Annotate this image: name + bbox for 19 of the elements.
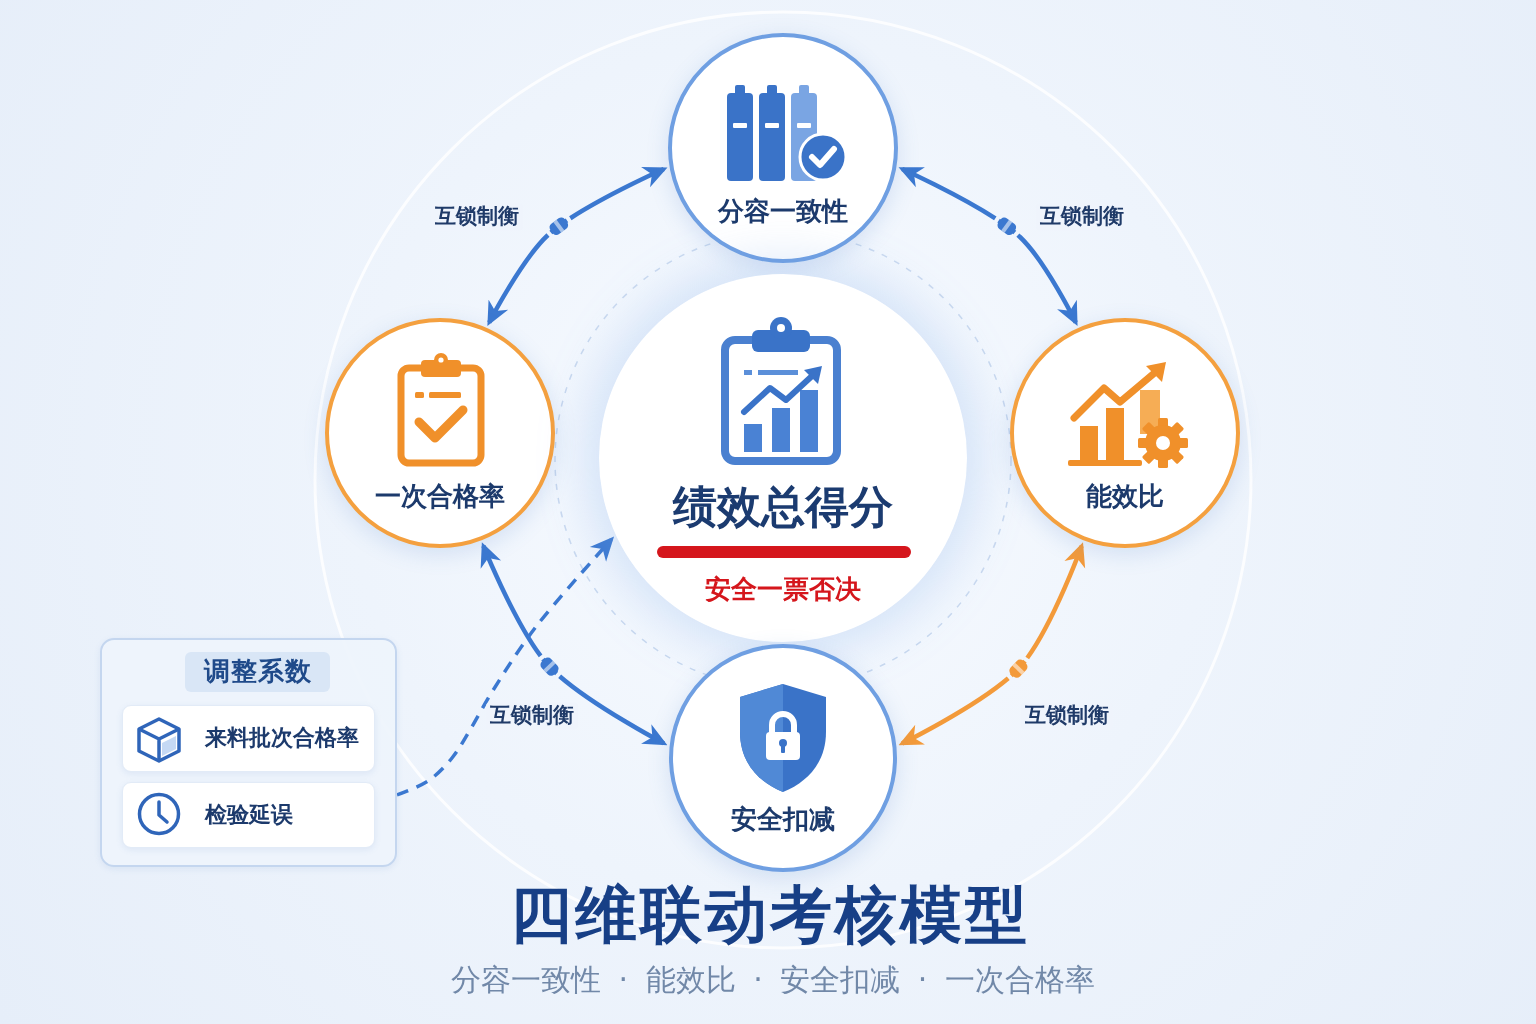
circle-label: 一次合格率	[374, 481, 506, 513]
veto-text: 安全一票否决	[704, 574, 862, 606]
factor-label: 来料批次合格率	[205, 724, 359, 752]
score-title: 绩效总得分	[671, 480, 894, 534]
circle-label: 安全扣减	[730, 804, 836, 836]
double-arrow	[480, 542, 668, 746]
factor-card	[122, 705, 375, 772]
panel-title: 调整系数	[185, 652, 330, 692]
circle-label: 分容一致性	[716, 196, 849, 228]
dashed-arrow	[396, 536, 615, 797]
double-arrow	[487, 166, 668, 326]
double-arrow	[898, 542, 1085, 746]
factor-label: 检验延误	[205, 801, 293, 829]
subtitle: 分容一致性 · 能效比 · 安全扣减 · 一次合格率	[451, 962, 1095, 998]
circle-label: 能效比	[1085, 481, 1165, 513]
factor-card	[122, 782, 375, 848]
coefficient-panel	[100, 638, 397, 867]
double-arrow	[898, 166, 1078, 327]
diagram-title: 四维联动考核模型	[510, 878, 1030, 953]
